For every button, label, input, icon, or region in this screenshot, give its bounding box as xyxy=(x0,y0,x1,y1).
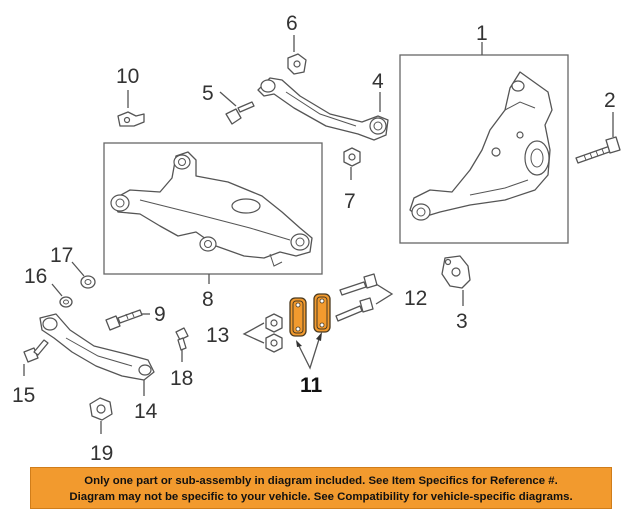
callout-1: 1 xyxy=(476,22,488,45)
nut-13-part[interactable] xyxy=(265,313,283,353)
clip-6-part[interactable] xyxy=(287,53,307,75)
callout-12: 12 xyxy=(404,287,427,310)
callout-16: 16 xyxy=(24,265,47,288)
callout-19: 19 xyxy=(90,442,113,465)
bolt-5-part[interactable] xyxy=(225,101,255,125)
callout-15: 15 xyxy=(12,384,35,407)
bolt-2-part[interactable] xyxy=(575,136,621,164)
callout-17: 17 xyxy=(50,244,73,267)
callout-2: 2 xyxy=(604,89,616,112)
callout-3: 3 xyxy=(456,310,468,333)
subframe-part[interactable] xyxy=(110,151,313,267)
bolt-15-part[interactable] xyxy=(23,339,49,363)
callout-9: 9 xyxy=(154,303,166,326)
disclaimer-line-2: Diagram may not be specific to your vehi… xyxy=(69,491,573,503)
callout-18: 18 xyxy=(170,367,193,390)
nut-7-part[interactable] xyxy=(343,147,361,167)
disclaimer-banner: Only one part or sub-assembly in diagram… xyxy=(30,467,612,509)
lower-arm-14-part[interactable] xyxy=(39,313,155,381)
callout-6: 6 xyxy=(286,12,298,35)
callout-5: 5 xyxy=(202,82,214,105)
callout-14: 14 xyxy=(134,400,158,423)
clip-10-part[interactable] xyxy=(117,111,145,127)
disclaimer-line-1: Only one part or sub-assembly in diagram… xyxy=(84,475,558,487)
callout-10: 10 xyxy=(116,65,139,88)
callout-7: 7 xyxy=(344,190,356,213)
bolt-18-part[interactable] xyxy=(175,327,189,351)
callout-13: 13 xyxy=(206,324,229,347)
bolt-9-part[interactable] xyxy=(105,309,143,331)
callout-4: 4 xyxy=(372,70,384,93)
bolt-12-part[interactable] xyxy=(335,273,378,322)
callout-11: 11 xyxy=(300,374,323,397)
bracket-3-part[interactable] xyxy=(441,255,471,289)
callout-8: 8 xyxy=(202,288,214,311)
nut-19-part[interactable] xyxy=(89,397,113,421)
washer-16-part[interactable] xyxy=(59,296,73,308)
lateral-link-11-part[interactable] xyxy=(289,293,331,337)
upper-arm-4-part[interactable] xyxy=(257,77,389,141)
washer-17-part[interactable] xyxy=(80,275,96,289)
knuckle-part[interactable] xyxy=(409,71,553,221)
